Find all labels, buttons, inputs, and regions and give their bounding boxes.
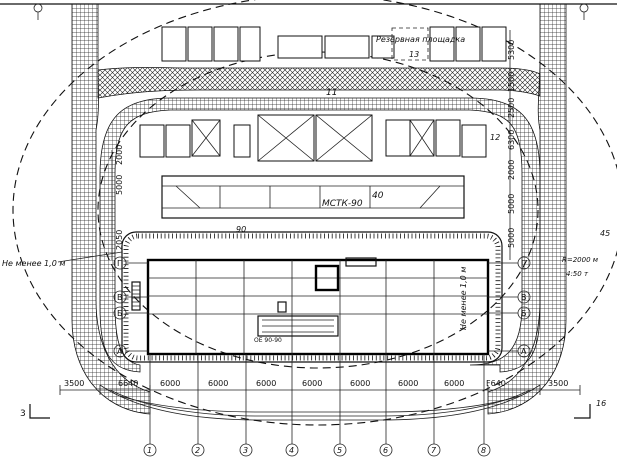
- svg-text:1500: 1500: [507, 72, 516, 92]
- svg-text:Б: Б: [521, 309, 527, 318]
- svg-text:6000: 6000: [256, 379, 276, 388]
- corner-mark-left: [33, 3, 43, 20]
- crane-reach-circle: [12, 0, 617, 426]
- storage-row-middle: 12: [139, 114, 500, 162]
- row-axes-right: Г В Б А: [488, 256, 531, 358]
- access-road-right: [487, 3, 567, 415]
- reserve-area-number: 13: [409, 50, 419, 59]
- svg-text:5000: 5000: [115, 175, 124, 195]
- svg-text:Г: Г: [117, 259, 122, 268]
- svg-text:6640: 6640: [118, 379, 138, 388]
- crane-model: МСТК-90: [322, 199, 363, 209]
- side-number: 45: [600, 229, 610, 238]
- road-number: 11: [326, 88, 337, 98]
- svg-text:6300: 6300: [507, 130, 516, 150]
- pit-boundary: [121, 231, 503, 363]
- svg-text:8: 8: [481, 446, 486, 455]
- svg-text:А: А: [117, 347, 123, 356]
- corner-mark-right: [579, 3, 589, 20]
- svg-text:F640: F640: [486, 379, 506, 388]
- svg-text:3: 3: [20, 409, 26, 419]
- upper-road: [97, 67, 541, 99]
- svg-text:3500: 3500: [548, 379, 568, 388]
- svg-text:3: 3: [243, 446, 248, 455]
- section-mark: ОЕ 90-90: [254, 337, 282, 344]
- svg-text:2000: 2000: [115, 145, 124, 165]
- svg-text:А: А: [521, 347, 527, 356]
- svg-text:7: 7: [431, 446, 437, 455]
- svg-text:5: 5: [337, 446, 342, 455]
- svg-text:Г: Г: [521, 259, 526, 268]
- shed-number: 12: [490, 133, 500, 142]
- building-plan: ОЕ 90-90 90: [131, 225, 490, 356]
- svg-text:6000: 6000: [350, 379, 370, 388]
- min-clearance-right: Не менее 1,0 м: [459, 267, 468, 330]
- svg-text:1: 1: [147, 446, 152, 455]
- right-dimension-chain: 5300 6300 2000 5000 5000 1500 2500: [507, 30, 516, 260]
- svg-text:6000: 6000: [160, 379, 180, 388]
- grade-mark: 90: [236, 225, 246, 234]
- svg-text:2500: 2500: [507, 98, 516, 118]
- crane-runway: МСТК-90 40: [161, 175, 465, 219]
- svg-text:6000: 6000: [302, 379, 322, 388]
- svg-text:5000: 5000: [507, 194, 516, 214]
- inner-road-ring: [99, 97, 541, 373]
- svg-text:В: В: [117, 293, 123, 302]
- svg-text:2050: 2050: [115, 230, 124, 250]
- min-clearance-left: Не менее 1,0 м: [2, 259, 65, 268]
- svg-text:6: 6: [383, 446, 388, 455]
- svg-text:2: 2: [195, 446, 200, 455]
- access-road-left: [71, 3, 151, 415]
- svg-text:16: 16: [596, 399, 606, 408]
- lower-road: [99, 384, 541, 421]
- column-axes: 1 2 3 4 5 6 7 8: [143, 354, 491, 457]
- radius-note: R=2000 м: [562, 256, 599, 264]
- load-note: 4:50 т: [566, 270, 589, 278]
- svg-text:5300: 5300: [507, 40, 516, 60]
- svg-text:5000: 5000: [507, 228, 516, 248]
- reserve-area-label: Резервная площадка: [376, 35, 465, 44]
- crane-number: 40: [372, 191, 384, 201]
- svg-text:3500: 3500: [64, 379, 84, 388]
- storage-row-top: Резервная площадка 13: [161, 26, 507, 62]
- row-axes-left: Г В Б А: [113, 256, 148, 358]
- section-mark-left: 3: [20, 404, 50, 419]
- svg-text:В: В: [521, 293, 527, 302]
- svg-text:6000: 6000: [208, 379, 228, 388]
- section-mark-right: 16: [574, 399, 606, 419]
- svg-text:4: 4: [289, 446, 294, 455]
- svg-text:2000: 2000: [507, 160, 516, 180]
- svg-text:6000: 6000: [398, 379, 418, 388]
- svg-text:6000: 6000: [444, 379, 464, 388]
- left-dimension-chain: 5000 2000 2050: [111, 145, 124, 260]
- svg-text:Б: Б: [117, 309, 123, 318]
- bottom-dimension-chain: 3500 6640 6000 6000 6000 6000 6000 6000 …: [59, 379, 581, 395]
